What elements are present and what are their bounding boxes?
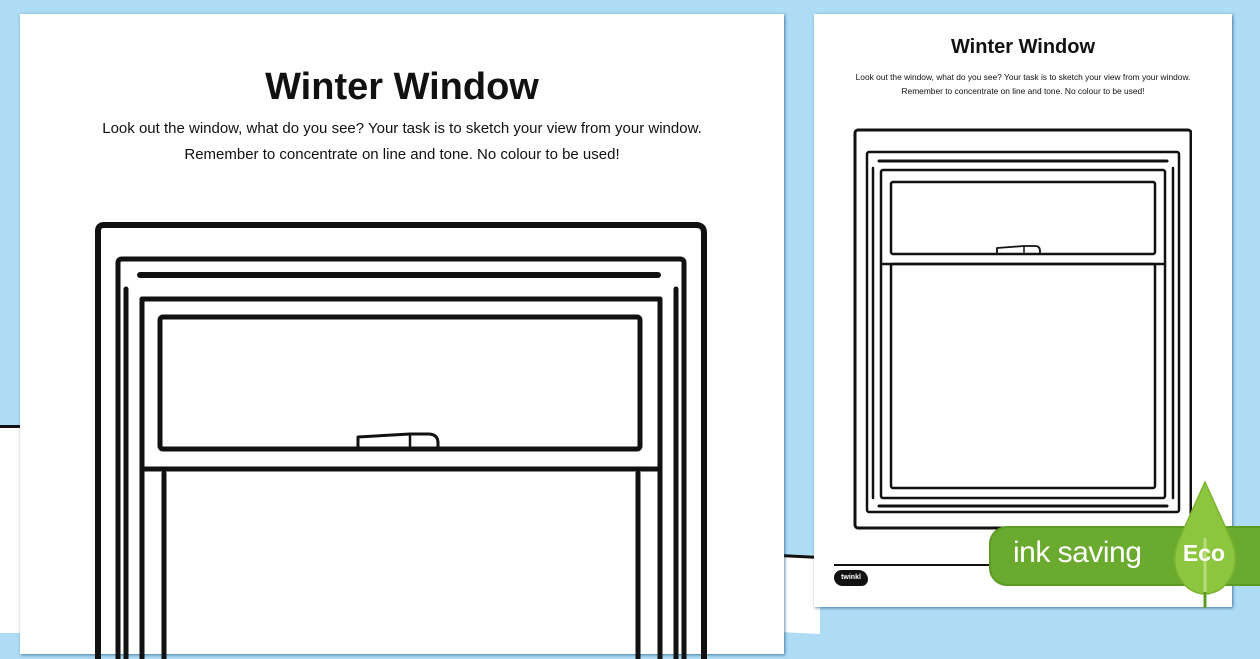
instruction-line-1: Look out the window, what do you see? Yo… — [102, 120, 702, 137]
footer-line — [834, 564, 1004, 566]
window-drawing — [95, 222, 707, 659]
eco-leaf-icon — [1173, 480, 1237, 608]
instruction-line-2: Remember to concentrate on line and tone… — [184, 146, 620, 163]
ink-saving-text: ink saving — [1013, 536, 1142, 569]
worksheet-title-small: Winter Window — [950, 36, 1096, 58]
worksheet-preview-small: Winter Window Look out the window, what … — [814, 14, 1232, 607]
worksheet-title: Winter Window — [265, 66, 539, 108]
instruction-line-2-small: Remember to concentrate on line and tone… — [901, 86, 1145, 96]
worksheet-preview-large: Winter Window Look out the window, what … — [20, 14, 784, 659]
window-drawing-small — [853, 128, 1192, 530]
eco-label: Eco — [1182, 540, 1226, 566]
twinkl-logo: twinkl — [834, 570, 868, 586]
worksheet-instructions: Look out the window, what do you see? Yo… — [20, 116, 784, 168]
worksheet-instructions-small: Look out the window, what do you see? Yo… — [814, 70, 1232, 98]
instruction-line-1-small: Look out the window, what do you see? Yo… — [855, 72, 1191, 82]
